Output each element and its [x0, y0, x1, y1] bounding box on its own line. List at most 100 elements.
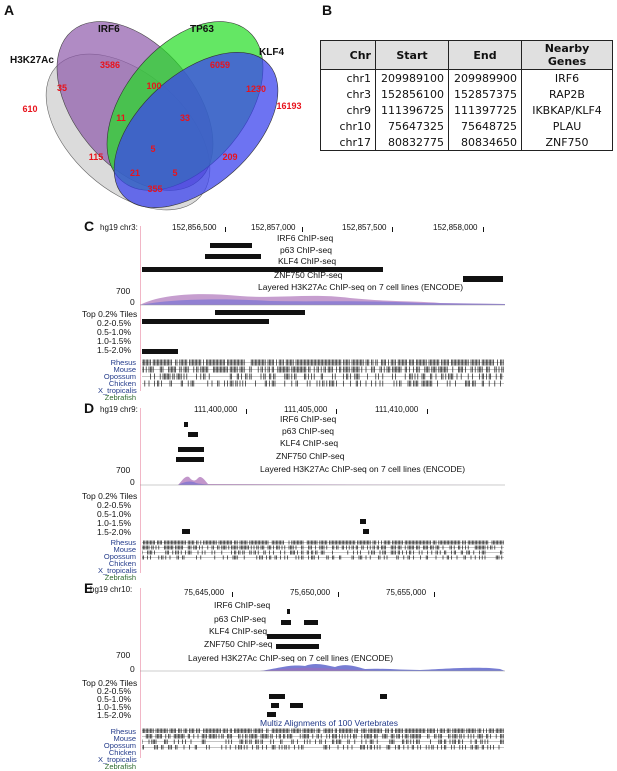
venn-count: 21 [130, 168, 140, 178]
venn-count: 1230 [246, 84, 266, 94]
track-label-klf4: KLF4 ChIP-seq [209, 626, 268, 636]
table-cell: 111397725 [448, 102, 522, 118]
venn-count: 5 [172, 168, 177, 178]
genome-browser-chr3: hg19 chr3: 152,856,500 152,857,000 152,8… [80, 218, 510, 401]
conservation-track [142, 728, 504, 750]
tile-15-20 [182, 529, 190, 534]
table-cell: ZNF750 [521, 134, 613, 151]
ruler-tick: 152,856,500 [172, 223, 217, 232]
klf4-peak [178, 447, 204, 452]
venn-count: 115 [89, 152, 104, 162]
tiles-label: 0.2-0.5% [97, 500, 132, 510]
venn-label-irf6: IRF6 [98, 24, 120, 35]
ruler-tick: 152,857,500 [342, 223, 387, 232]
klf4-peak [267, 634, 321, 639]
browser-position: hg19 chr3: [100, 223, 138, 232]
track-label-layered: Layered H3K27Ac ChIP-seq on 7 cell lines… [260, 464, 466, 474]
track-label-p63: p63 ChIP-seq [280, 245, 332, 255]
table-cell: 152856100 [375, 86, 449, 102]
species-labels: Rhesus Mouse Opossum Chicken X_tropicali… [98, 539, 137, 582]
table-cell: 75648725 [448, 118, 522, 134]
tile-10-15 [290, 703, 303, 708]
ruler-tick: 111,400,000 [194, 405, 238, 414]
species-label: Zebrafish [104, 393, 136, 402]
track-label-irf6: IRF6 ChIP-seq [280, 414, 337, 424]
track-label-klf4: KLF4 ChIP-seq [280, 438, 339, 448]
species-label: X_tropicalis [98, 755, 137, 764]
venn-count: 355 [147, 184, 162, 194]
table-cell: PLAU [521, 118, 613, 134]
table-cell: 80834650 [448, 134, 522, 151]
venn-label-tp63: TP63 [190, 24, 214, 35]
table-cell: 111396725 [375, 102, 449, 118]
venn-count: 11 [116, 113, 126, 123]
y-axis-max: 700 [116, 465, 131, 475]
species-label: Opossum [103, 552, 136, 561]
tile-15-20 [267, 712, 276, 717]
species-label: Mouse [113, 545, 136, 554]
tiles-label: 1.5-2.0% [97, 345, 132, 355]
y-axis-max: 700 [116, 650, 131, 660]
genome-browser-chr9: hg19 chr9: 111,400,000 111,405,000 111,4… [80, 400, 510, 581]
tile-15-20 [363, 529, 369, 534]
y-axis-max: 700 [116, 286, 131, 296]
species-label: Chicken [108, 559, 136, 568]
irf6-peak [210, 243, 252, 248]
species-labels: Rhesus Mouse Opossum Chicken X_tropicali… [98, 727, 137, 771]
tile-02-05 [142, 319, 269, 324]
track-label-layered: Layered H3K27Ac ChIP-seq on 7 cell lines… [258, 282, 464, 292]
species-labels: Rhesus Mouse Opossum Chicken X_tropicali… [98, 358, 137, 402]
track-label-p63: p63 ChIP-seq [282, 426, 334, 436]
znf750-peak [276, 644, 319, 649]
ruler-tick: 75,650,000 [290, 588, 331, 597]
table-header: Start [375, 40, 449, 70]
y-axis-min: 0 [130, 477, 135, 487]
species-label: Rhesus [110, 727, 136, 736]
track-label-irf6: IRF6 ChIP-seq [277, 233, 334, 243]
ruler-tick: 152,858,000 [433, 223, 478, 232]
venn-count: 16193 [276, 101, 301, 111]
venn-count: 3586 [100, 60, 120, 70]
ruler-tick: 152,857,000 [251, 223, 296, 232]
species-label: Mouse [113, 734, 136, 743]
venn-diagram: H3K27Ac IRF6 TP63 KLF4 610 3586 6059 161… [10, 21, 302, 211]
species-label: Rhesus [110, 358, 136, 367]
panel-label-c: C [84, 218, 95, 234]
table-cell: chr9 [320, 102, 376, 118]
track-label-znf750: ZNF750 ChIP-seq [276, 451, 345, 461]
venn-ellipse-klf4 [113, 52, 279, 208]
table-cell: IKBKAP/KLF4 [521, 102, 613, 118]
venn-count: 35 [57, 83, 67, 93]
track-label-irf6: IRF6 ChIP-seq [214, 600, 271, 610]
tile-05-10 [380, 694, 387, 699]
ruler-tick: 111,410,000 [375, 405, 419, 414]
table-cell: 80832775 [375, 134, 449, 151]
tiles-label: 1.0-1.5% [97, 702, 132, 712]
table-header-row: Chr Start End Nearby Genes [320, 40, 613, 70]
panel-label-b: B [322, 2, 333, 18]
venn-count: 6059 [210, 60, 230, 70]
znf750-peak [463, 276, 503, 282]
y-axis-min: 0 [130, 297, 135, 307]
h3k27ac-signal [140, 294, 505, 306]
table-cell: 209989900 [448, 69, 522, 86]
multiz-label: Multiz Alignments of 100 Vertebrates [260, 718, 398, 728]
tiles-label: 0.5-1.0% [97, 509, 132, 519]
venn-label-h3k27ac: H3K27Ac [10, 55, 54, 66]
tiles-label: 1.5-2.0% [97, 527, 132, 537]
venn-count: 100 [146, 81, 161, 91]
species-label: Mouse [113, 365, 136, 374]
table-cell: 152857375 [448, 86, 522, 102]
panel-label-a: A [4, 2, 15, 18]
tile-15-20 [142, 349, 178, 354]
panel-label-e: E [84, 580, 94, 596]
klf4-peak [142, 267, 383, 272]
species-label: Opossum [103, 372, 136, 381]
p63-peak [205, 254, 261, 259]
tile-05-10 [269, 694, 285, 699]
tiles-label: 1.5-2.0% [97, 710, 132, 720]
